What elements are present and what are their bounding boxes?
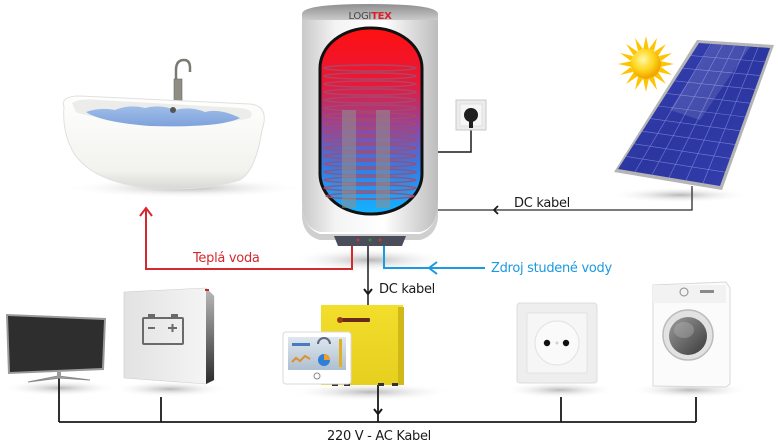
- solar-panel-icon: [614, 40, 774, 200]
- hot-water-arrow: [139, 206, 153, 217]
- dc-cable-inverter: [363, 245, 373, 306]
- ac-bus: [58, 378, 697, 423]
- wall-socket-icon: [516, 302, 598, 384]
- heating-coil: [323, 64, 417, 200]
- control-display-icon: [282, 331, 352, 385]
- dc-cable-solar-label: DC kabel: [514, 196, 570, 211]
- dc-cable-inverter-arrow: [363, 288, 373, 296]
- hot-water-label: Teplá voda: [193, 251, 260, 266]
- panel-grid-line: [682, 67, 761, 76]
- washing-machine-icon: [652, 281, 731, 388]
- wall-socket-small-icon: [455, 99, 487, 131]
- battery-icon: [123, 287, 215, 385]
- tv-icon: [6, 314, 106, 383]
- boiler-icon: [302, 4, 438, 246]
- ac-bus-arrow: [373, 408, 383, 416]
- panel-grid-line: [626, 156, 726, 173]
- dc-cable-solar-arrow: [492, 205, 499, 215]
- boiler-brand: LOGITEX: [348, 11, 392, 22]
- cold-water-arrow: [427, 261, 438, 275]
- sun-icon: [618, 36, 674, 92]
- panel-grid-line: [658, 105, 746, 118]
- ac-cable-label: 220 V - AC Kabel: [327, 429, 431, 444]
- hot-water-pipe: [139, 206, 353, 270]
- panel-grid-line: [666, 93, 751, 104]
- panel-grid-line: [650, 118, 741, 132]
- socket-cable: [430, 128, 472, 153]
- shadows: [2, 178, 750, 401]
- panel-grid-line: [634, 143, 731, 159]
- panel-grid-line: [690, 55, 766, 63]
- dc-cable-inverter-label: DC kabel: [379, 282, 435, 297]
- panel-grid-line: [642, 130, 736, 145]
- panel-grid-line: [674, 80, 756, 90]
- cold-water-source-label: Zdroj studené vody: [491, 261, 612, 276]
- bathtub-icon: [62, 58, 265, 190]
- cold-water-pipe: [383, 245, 485, 275]
